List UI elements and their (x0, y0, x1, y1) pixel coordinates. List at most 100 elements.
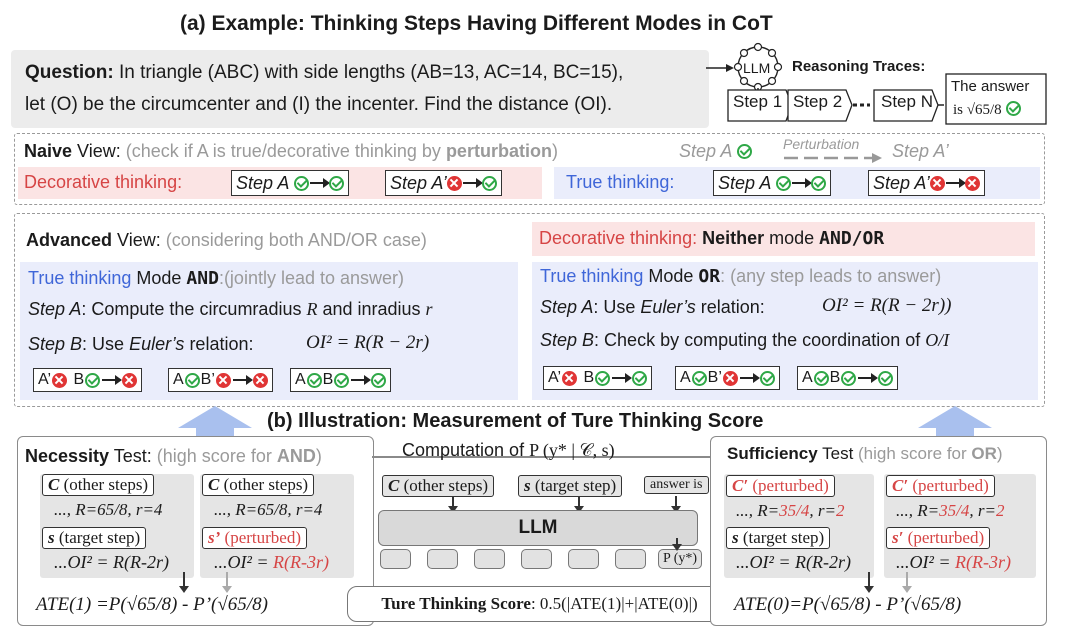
comp-arrow-3 (671, 496, 681, 513)
advanced-view-title: Advanced View: (considering both AND/OR … (26, 230, 427, 251)
box-step-label: Step A’ (390, 173, 447, 193)
advanced-title-bold: Advanced (26, 230, 113, 250)
combo-b: B (583, 369, 595, 386)
sufficiency-note-post: ) (996, 444, 1003, 463)
naive-step-a: Step A (679, 141, 752, 162)
tag-text: (other steps) (59, 475, 149, 494)
sufficiency-down-arrow (864, 572, 874, 593)
neither-block (532, 222, 1035, 256)
tag-symbol: C (388, 476, 400, 495)
answer-value: is √65/8 (953, 102, 1002, 118)
and-step-b: Step B: Use Euler’s relation: (28, 334, 253, 355)
perturbation-label: Perturbation (783, 136, 860, 152)
combo-a: A’ (548, 369, 562, 386)
naive-step-a-prime: Step A’ (892, 141, 949, 161)
sufficiency-note-bold: OR (971, 444, 997, 463)
check-icon (85, 372, 101, 388)
necessity-note-bold: AND (276, 446, 316, 466)
necessity-note-pre: (high score for (156, 446, 277, 466)
arrow-icon (739, 373, 760, 383)
check-icon (334, 372, 350, 388)
sufficiency-c2-values: ..., R=35/4, r=2 (896, 501, 1004, 521)
c2-values-pre: ..., R= (896, 501, 940, 520)
naive-true-box-a-prime: Step A’ (868, 170, 985, 196)
check-icon (595, 370, 611, 386)
tag-symbol: s (524, 476, 531, 495)
tag-symbol: s′ (892, 528, 904, 547)
naive-true-label: True thinking: (566, 172, 675, 192)
arrow-icon (232, 375, 253, 385)
computation-underline (372, 456, 710, 458)
comp-arrow-4 (672, 538, 682, 551)
sufficiency-ate: ATE(0)=P(√65/8) - P’(√65/8) (734, 594, 961, 616)
question-box: Question: In triangle (ABC) with side le… (11, 50, 709, 128)
sufficiency-note: (high score for OR) (853, 444, 1003, 463)
necessity-title-bold: Necessity (25, 446, 110, 466)
tag-symbol: C′ (732, 476, 749, 495)
neither-and-or: AND/OR (819, 228, 885, 249)
check-icon (691, 370, 707, 386)
arrow-icon (309, 178, 330, 188)
arrow-icon (945, 178, 966, 188)
necessity-c2-values: ..., R=65/8, r=4 (214, 500, 323, 519)
or-step-a-label: Step A (540, 297, 594, 317)
tag-symbol: s (48, 528, 55, 547)
necessity-s-tag: s (target step) (42, 527, 147, 549)
answer-line-2: is √65/8 (953, 101, 1021, 119)
or-step-a-rel: relation: (695, 297, 765, 317)
and-mode-note: :(jointly lead to answer) (218, 268, 405, 288)
tag-symbol: s (732, 528, 739, 547)
arrow-icon (351, 375, 372, 385)
c2-values-r: 2 (995, 501, 1005, 520)
arrow-icon (612, 373, 633, 383)
sufficiency-note-pre: (high score for (853, 444, 972, 463)
tag-symbol: C′ (892, 476, 909, 495)
neither-mode: mode (764, 228, 820, 248)
or-mode-note: : (any step leads to answer) (720, 266, 942, 286)
tag-text: (target step) (530, 476, 617, 495)
and-step-b-rel: relation: (184, 334, 254, 354)
cross-icon (122, 372, 138, 388)
box-step-label: Step A’ (873, 173, 930, 193)
naive-title-bold: Naive (24, 141, 73, 161)
check-icon (328, 176, 344, 191)
c-values-pre: ..., R= (736, 501, 780, 520)
necessity-title-rest: Test: (109, 446, 152, 466)
necessity-ate: ATE(1) =P(√65/8) - P’(√65/8) (36, 594, 268, 616)
tag-text: (target step) (738, 528, 825, 547)
comp-arrow-1 (448, 496, 458, 513)
tag-text: (other steps) (219, 475, 309, 494)
or-mode-text: Mode (643, 266, 699, 286)
trace-step-2: Step 2 (793, 92, 843, 111)
c2-values-mid: , r= (969, 501, 996, 520)
combo-b: B (322, 371, 334, 388)
neither-word: Neither (702, 228, 765, 248)
tag-text: (perturbed) (220, 528, 301, 547)
naive-view-box (14, 133, 1045, 205)
title-b: (b) Illustration: Measurement of Ture Th… (267, 410, 764, 432)
tag-text: (perturbed) (748, 476, 829, 495)
computation-title-math: P (y* | 𝒞, s) (529, 440, 615, 460)
score-box: Ture Thinking Score: 0.5(|ATE(1)|+|ATE(0… (347, 586, 732, 622)
cross-icon (446, 176, 462, 191)
and-step-a: Step A: Compute the circumradius R and i… (28, 299, 433, 320)
sufficiency-title-bold: Sufficiency (727, 444, 818, 463)
and-step-a-and: and inradius (317, 299, 426, 319)
or-step-a-euler: Euler’s (640, 297, 696, 317)
necessity-down-arrow (179, 572, 189, 593)
title-a: (a) Example: Thinking Steps Having Diffe… (180, 12, 773, 35)
check-icon (371, 372, 387, 388)
formula-red: R(R-3r) (955, 552, 1012, 572)
score-label: Ture Thinking Score (381, 594, 531, 613)
and-mode-text: Mode (131, 268, 187, 288)
question-label: Question: (25, 62, 114, 83)
combo-a: A’ (38, 371, 52, 388)
ate-right: P’(√65/8) (886, 594, 962, 615)
check-icon (1005, 101, 1021, 116)
check-icon (306, 372, 322, 388)
arrow-icon (858, 373, 879, 383)
